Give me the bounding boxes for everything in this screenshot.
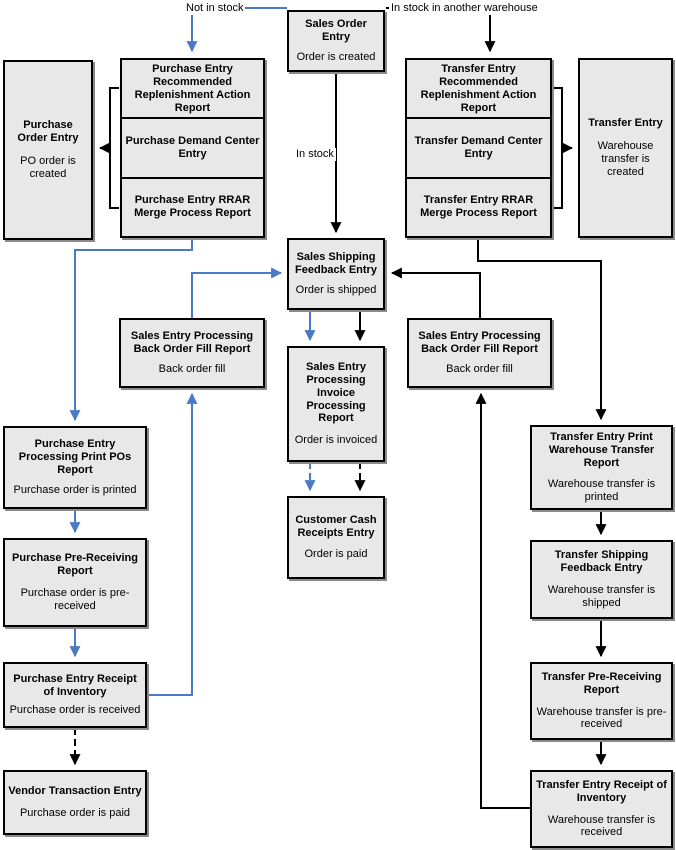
node-subtitle: Back order fill: [446, 363, 513, 376]
node-subtitle: Purchase order is pre-received: [20, 587, 130, 612]
node-subtitle: Warehouse transfer is received: [547, 813, 656, 839]
node-title: Transfer Pre-Receiving Report: [541, 670, 662, 696]
edge-label-in-stock: In stock: [294, 148, 336, 161]
node-transfer-shipping-feedback-entry: Transfer Shipping Feedback Entry Warehou…: [530, 540, 673, 619]
node-group-transfer-replenishment: Transfer Entry Recommended Replenishment…: [405, 58, 552, 238]
node-title: Sales Order Entry: [305, 17, 367, 43]
node-group-purchase-replenishment: Purchase Entry Recommended Replenishment…: [120, 58, 265, 238]
node-title: Purchase Entry Processing Print POs Repo…: [18, 437, 132, 476]
node-invoice-processing-report: Sales Entry Processing Invoice Processin…: [287, 346, 385, 462]
edge-purchase-stack-to-print-pos: [69, 238, 193, 422]
node-title: Transfer Entry Receipt of Inventory: [536, 778, 667, 804]
node-title: Sales Entry Processing Back Order Fill R…: [130, 329, 254, 355]
node-purchase-rrar-report: Purchase Entry Recommended Replenishment…: [134, 62, 251, 114]
edge-receipt-to-back-order-feedback: [147, 392, 198, 696]
node-vendor-transaction-entry: Vendor Transaction Entry Purchase order …: [3, 770, 147, 835]
node-transfer-rrar-merge-report: Transfer Entry RRAR Merge Process Report: [407, 176, 550, 236]
node-purchase-demand-center-entry: Purchase Demand Center Entry: [122, 117, 263, 176]
node-purchase-pre-receiving-report: Purchase Pre-Receiving Report Purchase o…: [3, 538, 147, 627]
node-customer-cash-receipts-entry: Customer Cash Receipts Entry Order is pa…: [287, 496, 385, 579]
node-print-warehouse-transfer-report: Transfer Entry Print Warehouse Transfer …: [530, 425, 673, 510]
node-sales-shipping-feedback-entry: Sales Shipping Feedback Entry Order is s…: [287, 238, 385, 310]
node-subtitle: Back order fill: [158, 363, 226, 376]
node-transfer-demand-center-entry: Transfer Demand Center Entry: [407, 117, 550, 176]
node-title: Transfer Entry Print Warehouse Transfer …: [548, 431, 655, 470]
node-subtitle: Warehouse transfer is pre-received: [536, 705, 667, 731]
node-purchase-order-entry: Purchase Order Entry PO order is created: [3, 60, 93, 240]
node-title: Sales Entry Processing Back Order Fill R…: [418, 329, 541, 355]
node-subtitle: Order is created: [296, 51, 376, 64]
node-title: Transfer Entry: [588, 117, 663, 130]
edge-back-order-to-sales-shipping-right: [390, 267, 481, 318]
node-back-order-fill-report-left: Sales Entry Processing Back Order Fill R…: [119, 318, 265, 388]
edge-back-order-to-sales-shipping-left: [191, 267, 283, 318]
node-print-pos-report: Purchase Entry Processing Print POs Repo…: [3, 426, 147, 509]
edge-transfer-receipt-feedback: [475, 392, 530, 809]
node-subtitle: Purchase order is printed: [13, 484, 137, 497]
node-sales-order-entry: Sales Order Entry Order is created: [287, 10, 385, 72]
node-subtitle: Purchase order is paid: [19, 807, 131, 819]
node-transfer-entry: Transfer Entry Warehouse transfer is cre…: [578, 58, 673, 238]
edge-label-not-in-stock: Not in stock: [184, 2, 246, 15]
edge-label-in-stock-other-warehouse: In stock in another warehouse: [389, 2, 540, 15]
node-title: Sales Shipping Feedback Entry: [295, 250, 377, 276]
node-subtitle: Order is invoiced: [294, 434, 378, 447]
node-purchase-receipt-of-inventory: Purchase Entry Receipt of Inventory Purc…: [3, 662, 147, 728]
node-subtitle: Purchase order is received: [9, 704, 141, 717]
node-transfer-rrar-report: Transfer Entry Recommended Replenishment…: [420, 62, 537, 114]
node-subtitle: Warehouse transfer is printed: [547, 477, 656, 503]
node-title: Transfer Shipping Feedback Entry: [554, 549, 649, 575]
node-subtitle: Order is shipped: [295, 284, 377, 297]
node-back-order-fill-report-right: Sales Entry Processing Back Order Fill R…: [407, 318, 552, 388]
node-title: Purchase Pre-Receiving Report: [12, 552, 138, 578]
node-title: Purchase Entry Receipt of Inventory: [13, 672, 137, 698]
node-title: Purchase Order Entry: [17, 119, 79, 145]
node-title: Customer Cash Receipts Entry: [295, 513, 377, 539]
node-subtitle: Warehouse transfer is shipped: [547, 584, 656, 609]
node-subtitle: PO order is created: [20, 155, 76, 180]
node-transfer-receipt-of-inventory: Transfer Entry Receipt of Inventory Ware…: [530, 770, 673, 848]
bracket-transfer: [552, 87, 563, 209]
edge-transfer-stack-to-print-warehouse: [477, 238, 607, 421]
node-subtitle: Warehouse transfer is created: [597, 140, 654, 178]
node-purchase-rrar-merge-report: Purchase Entry RRAR Merge Process Report: [122, 176, 263, 236]
node-title: Vendor Transaction Entry: [8, 785, 142, 798]
bracket-purchase: [109, 87, 119, 209]
node-subtitle: Order is paid: [304, 548, 368, 561]
node-transfer-pre-receiving-report: Transfer Pre-Receiving Report Warehouse …: [530, 662, 673, 740]
node-title: Sales Entry Processing Invoice Processin…: [306, 360, 366, 425]
